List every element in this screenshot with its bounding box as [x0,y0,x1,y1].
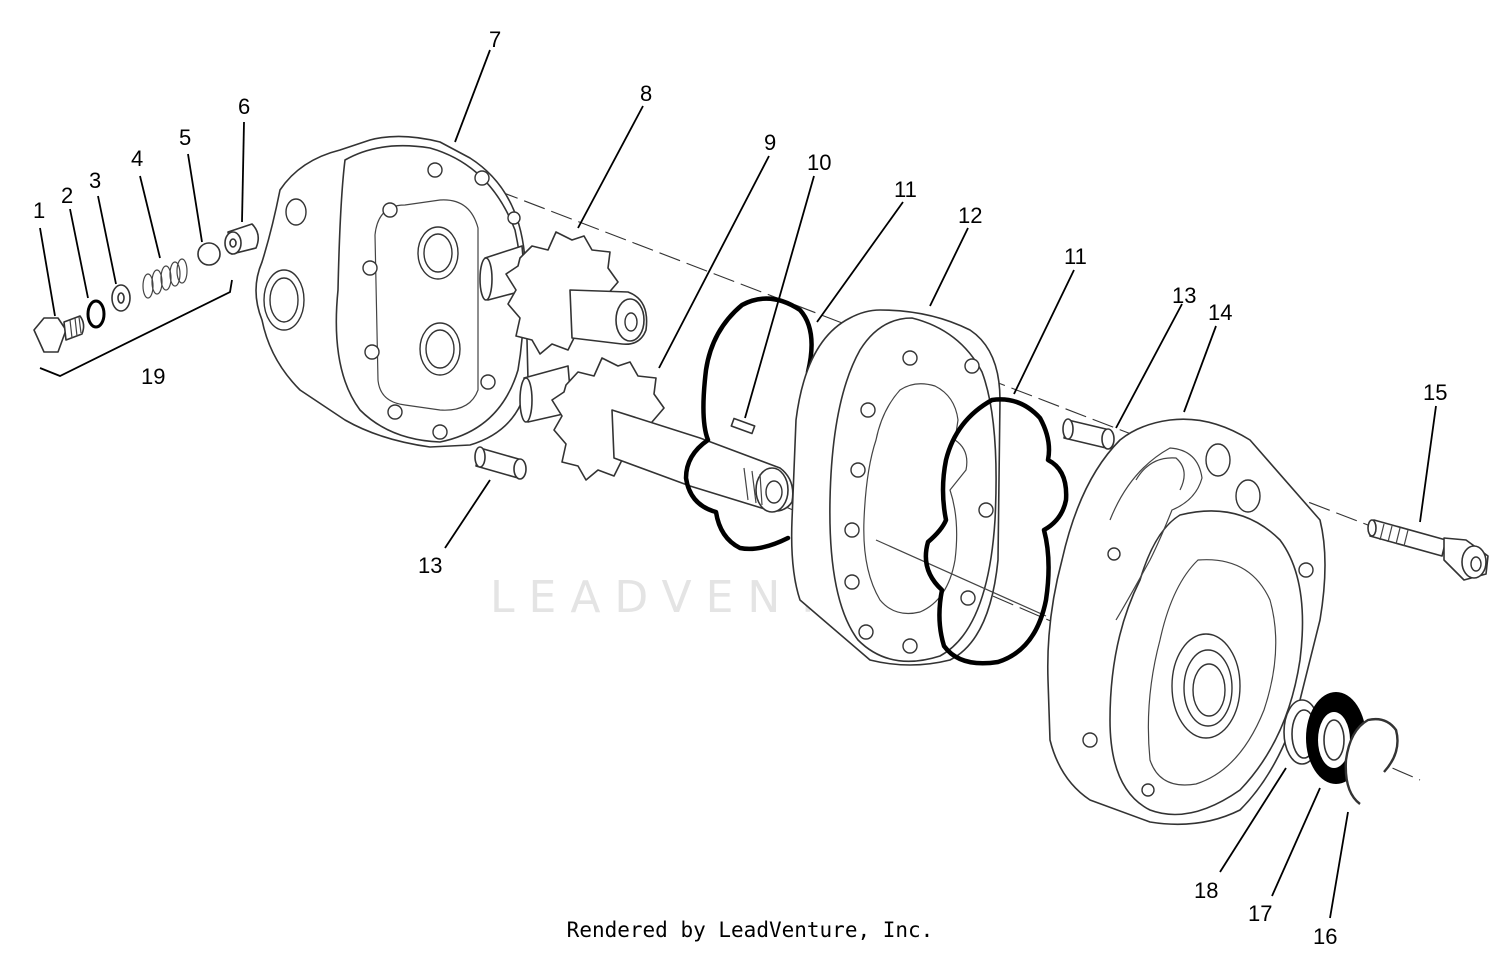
callout-19: 19 [141,364,165,389]
callout-9: 9 [764,130,776,155]
part-13-dowel-pin-lower[interactable] [474,446,527,480]
part-7-pump-body[interactable] [255,135,529,448]
part-9-drive-gear[interactable] [519,357,794,513]
part-6-seat[interactable] [224,223,260,255]
credit-line: Rendered by LeadVenture, Inc. [566,918,934,942]
callout-7: 7 [489,27,501,52]
part-8-driven-gear[interactable] [479,231,648,355]
callout-11-right: 11 [1064,244,1087,269]
callout-3: 3 [89,168,101,193]
part-11-seal-ring-left[interactable] [683,296,814,552]
part-13-dowel-pin-upper[interactable] [1062,418,1115,450]
part-14-cover[interactable] [1046,418,1326,826]
part-16-retaining-ring[interactable] [1344,717,1399,805]
leader-lines [39,49,1437,919]
callout-14: 14 [1208,300,1232,325]
callout-8: 8 [640,81,652,106]
part-5-ball[interactable] [197,242,221,266]
callout-17: 17 [1248,901,1272,926]
callout-12: 12 [958,203,982,228]
part-10-key[interactable] [730,417,756,435]
callout-16: 16 [1313,924,1337,949]
callout-labels: 1 2 3 4 5 6 7 8 9 10 11 11 12 13 13 14 1… [33,27,1447,949]
part-11-seal-ring-right[interactable] [923,397,1069,666]
part-1-plug-bolt[interactable] [33,315,85,353]
part-2-o-ring[interactable] [86,299,106,329]
callout-4: 4 [131,146,143,171]
part-3-washer[interactable] [111,284,131,312]
callout-15: 15 [1423,380,1447,405]
callout-10: 10 [807,150,831,175]
callout-1: 1 [33,198,45,223]
callout-11-left: 11 [894,177,917,202]
callout-6: 6 [238,94,250,119]
part-4-spring[interactable] [142,258,188,299]
callout-2: 2 [61,183,73,208]
callout-5: 5 [179,125,191,150]
part-12-gear-plate[interactable] [790,309,1047,666]
callout-13-lower: 13 [418,553,442,578]
part-15-bolt[interactable] [1367,519,1489,581]
callout-13-upper: 13 [1172,283,1196,308]
callout-18: 18 [1194,878,1218,903]
